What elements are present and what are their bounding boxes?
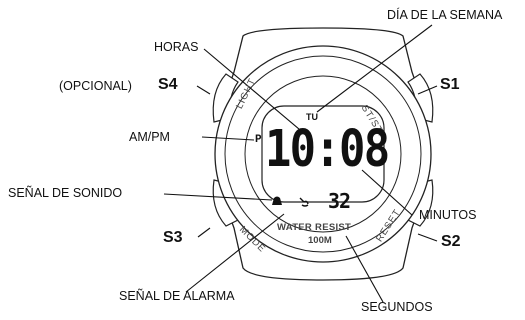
lcd-pm-indicator: P [255,134,262,146]
alarm-icon [299,197,309,207]
pointer-lines [163,24,438,303]
label-optional: (OPCIONAL) [59,79,132,93]
button-s3-label: S3 [163,229,183,246]
label-alarm-signal: SEÑAL DE ALARMA [119,289,235,303]
button-s2-label: S2 [441,233,461,250]
lcd-weekday: TU [306,112,318,122]
button-s1-label: S1 [440,76,460,93]
label-sound-signal: SEÑAL DE SONIDO [8,186,123,200]
button-s4-label: S4 [158,76,178,93]
label-hours: HORAS [154,40,199,54]
label-am-pm: AM/PM [129,130,170,144]
lcd-seconds: 32 [328,189,351,213]
label-seconds: SEGUNDOS [361,300,433,314]
water-resist-text: WATER RESIST [277,222,352,233]
depth-text: 100M [308,235,332,246]
bell-icon [272,196,282,205]
lcd-time: 10:08 [265,120,390,179]
lcd-window [261,105,385,203]
label-minutes: MINUTOS [419,208,477,222]
label-weekday: DÍA DE LA SEMANA [387,8,503,22]
